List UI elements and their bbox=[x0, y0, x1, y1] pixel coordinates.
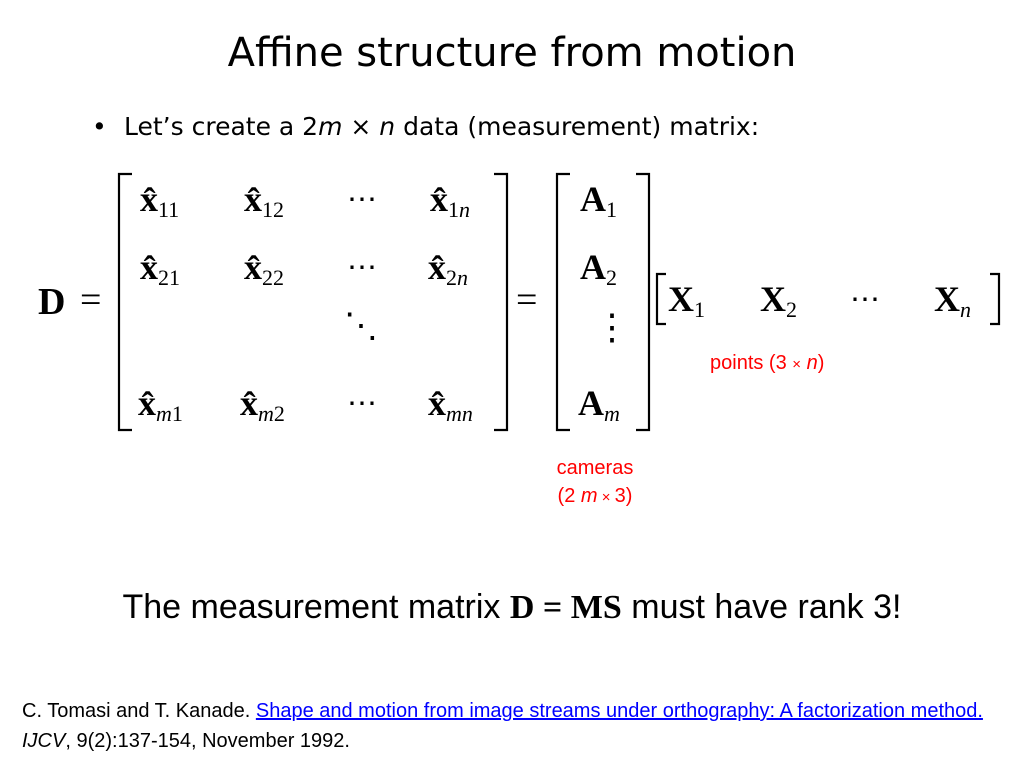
left-bracket-points bbox=[655, 272, 666, 326]
equals-sign-1: = bbox=[80, 279, 102, 321]
matrix-entry-x2n: x̂2n bbox=[428, 247, 468, 290]
hdots-points: ⋯ bbox=[850, 283, 882, 316]
matrix-entry-x12: x̂12 bbox=[244, 179, 284, 222]
matrix-entry-x21: x̂21 bbox=[140, 247, 180, 290]
camera-entry-am: Am bbox=[578, 383, 620, 426]
cameras-label: cameras (2 m × 3) bbox=[530, 454, 660, 512]
reference-details: , 9(2):137-154, November 1992. bbox=[65, 730, 350, 752]
hdots-row2: ⋯ bbox=[347, 251, 379, 284]
ddots: ⋱ bbox=[344, 308, 380, 345]
reference-authors: C. Tomasi and T. Kanade. bbox=[22, 700, 256, 722]
point-entry-x2: X2 bbox=[760, 279, 797, 322]
reference-journal: IJCV bbox=[22, 730, 66, 752]
matrix-entry-xm1: x̂m1 bbox=[138, 383, 183, 426]
bullet-suffix: data (measurement) matrix: bbox=[395, 112, 760, 141]
bullet-var-n: n bbox=[379, 112, 396, 141]
cameras-label-line1: cameras bbox=[556, 457, 634, 479]
matrix-entry-x11: x̂11 bbox=[140, 179, 180, 222]
matrix-entry-xmn: x̂mn bbox=[428, 383, 473, 426]
right-bracket-cameras bbox=[636, 172, 651, 432]
equals-sign-2: = bbox=[516, 279, 538, 321]
matrix-entry-x1n: x̂1n bbox=[430, 179, 470, 222]
bullet-dot: • bbox=[92, 112, 107, 141]
vdots: ⋮ bbox=[594, 307, 632, 347]
rank-statement: The measurement matrix D = MS must have … bbox=[122, 588, 902, 626]
slide-title: Affine structure from motion bbox=[227, 30, 797, 76]
reference-paper-link[interactable]: Shape and motion from image streams unde… bbox=[255, 700, 983, 722]
right-bracket-points bbox=[990, 272, 1001, 326]
matrix-entry-xm2: x̂m2 bbox=[240, 383, 285, 426]
left-bracket-cameras bbox=[555, 172, 570, 432]
bullet-item: • Let’s create a 2m × n data (measurement… bbox=[92, 112, 759, 141]
reference-citation: C. Tomasi and T. Kanade. Shape and motio… bbox=[22, 696, 1002, 756]
point-entry-x1: X1 bbox=[668, 279, 705, 322]
right-bracket-d bbox=[494, 172, 509, 432]
point-entry-xn: Xn bbox=[934, 279, 971, 322]
hdots-row3: ⋯ bbox=[347, 387, 379, 420]
bullet-times: × bbox=[342, 112, 380, 141]
hdots-row1: ⋯ bbox=[347, 183, 379, 216]
points-label: points (3 × n) bbox=[710, 352, 825, 374]
camera-entry-a1: A1 bbox=[580, 179, 617, 222]
bullet-var-m: m bbox=[318, 112, 343, 141]
matrix-d-symbol: D bbox=[38, 281, 66, 323]
bullet-prefix: Let’s create a 2 bbox=[124, 112, 319, 141]
matrix-entry-x22: x̂22 bbox=[244, 247, 284, 290]
left-bracket-d bbox=[117, 172, 132, 432]
cameras-label-line2: (2 m × 3) bbox=[557, 485, 633, 507]
camera-entry-a2: A2 bbox=[580, 247, 617, 290]
